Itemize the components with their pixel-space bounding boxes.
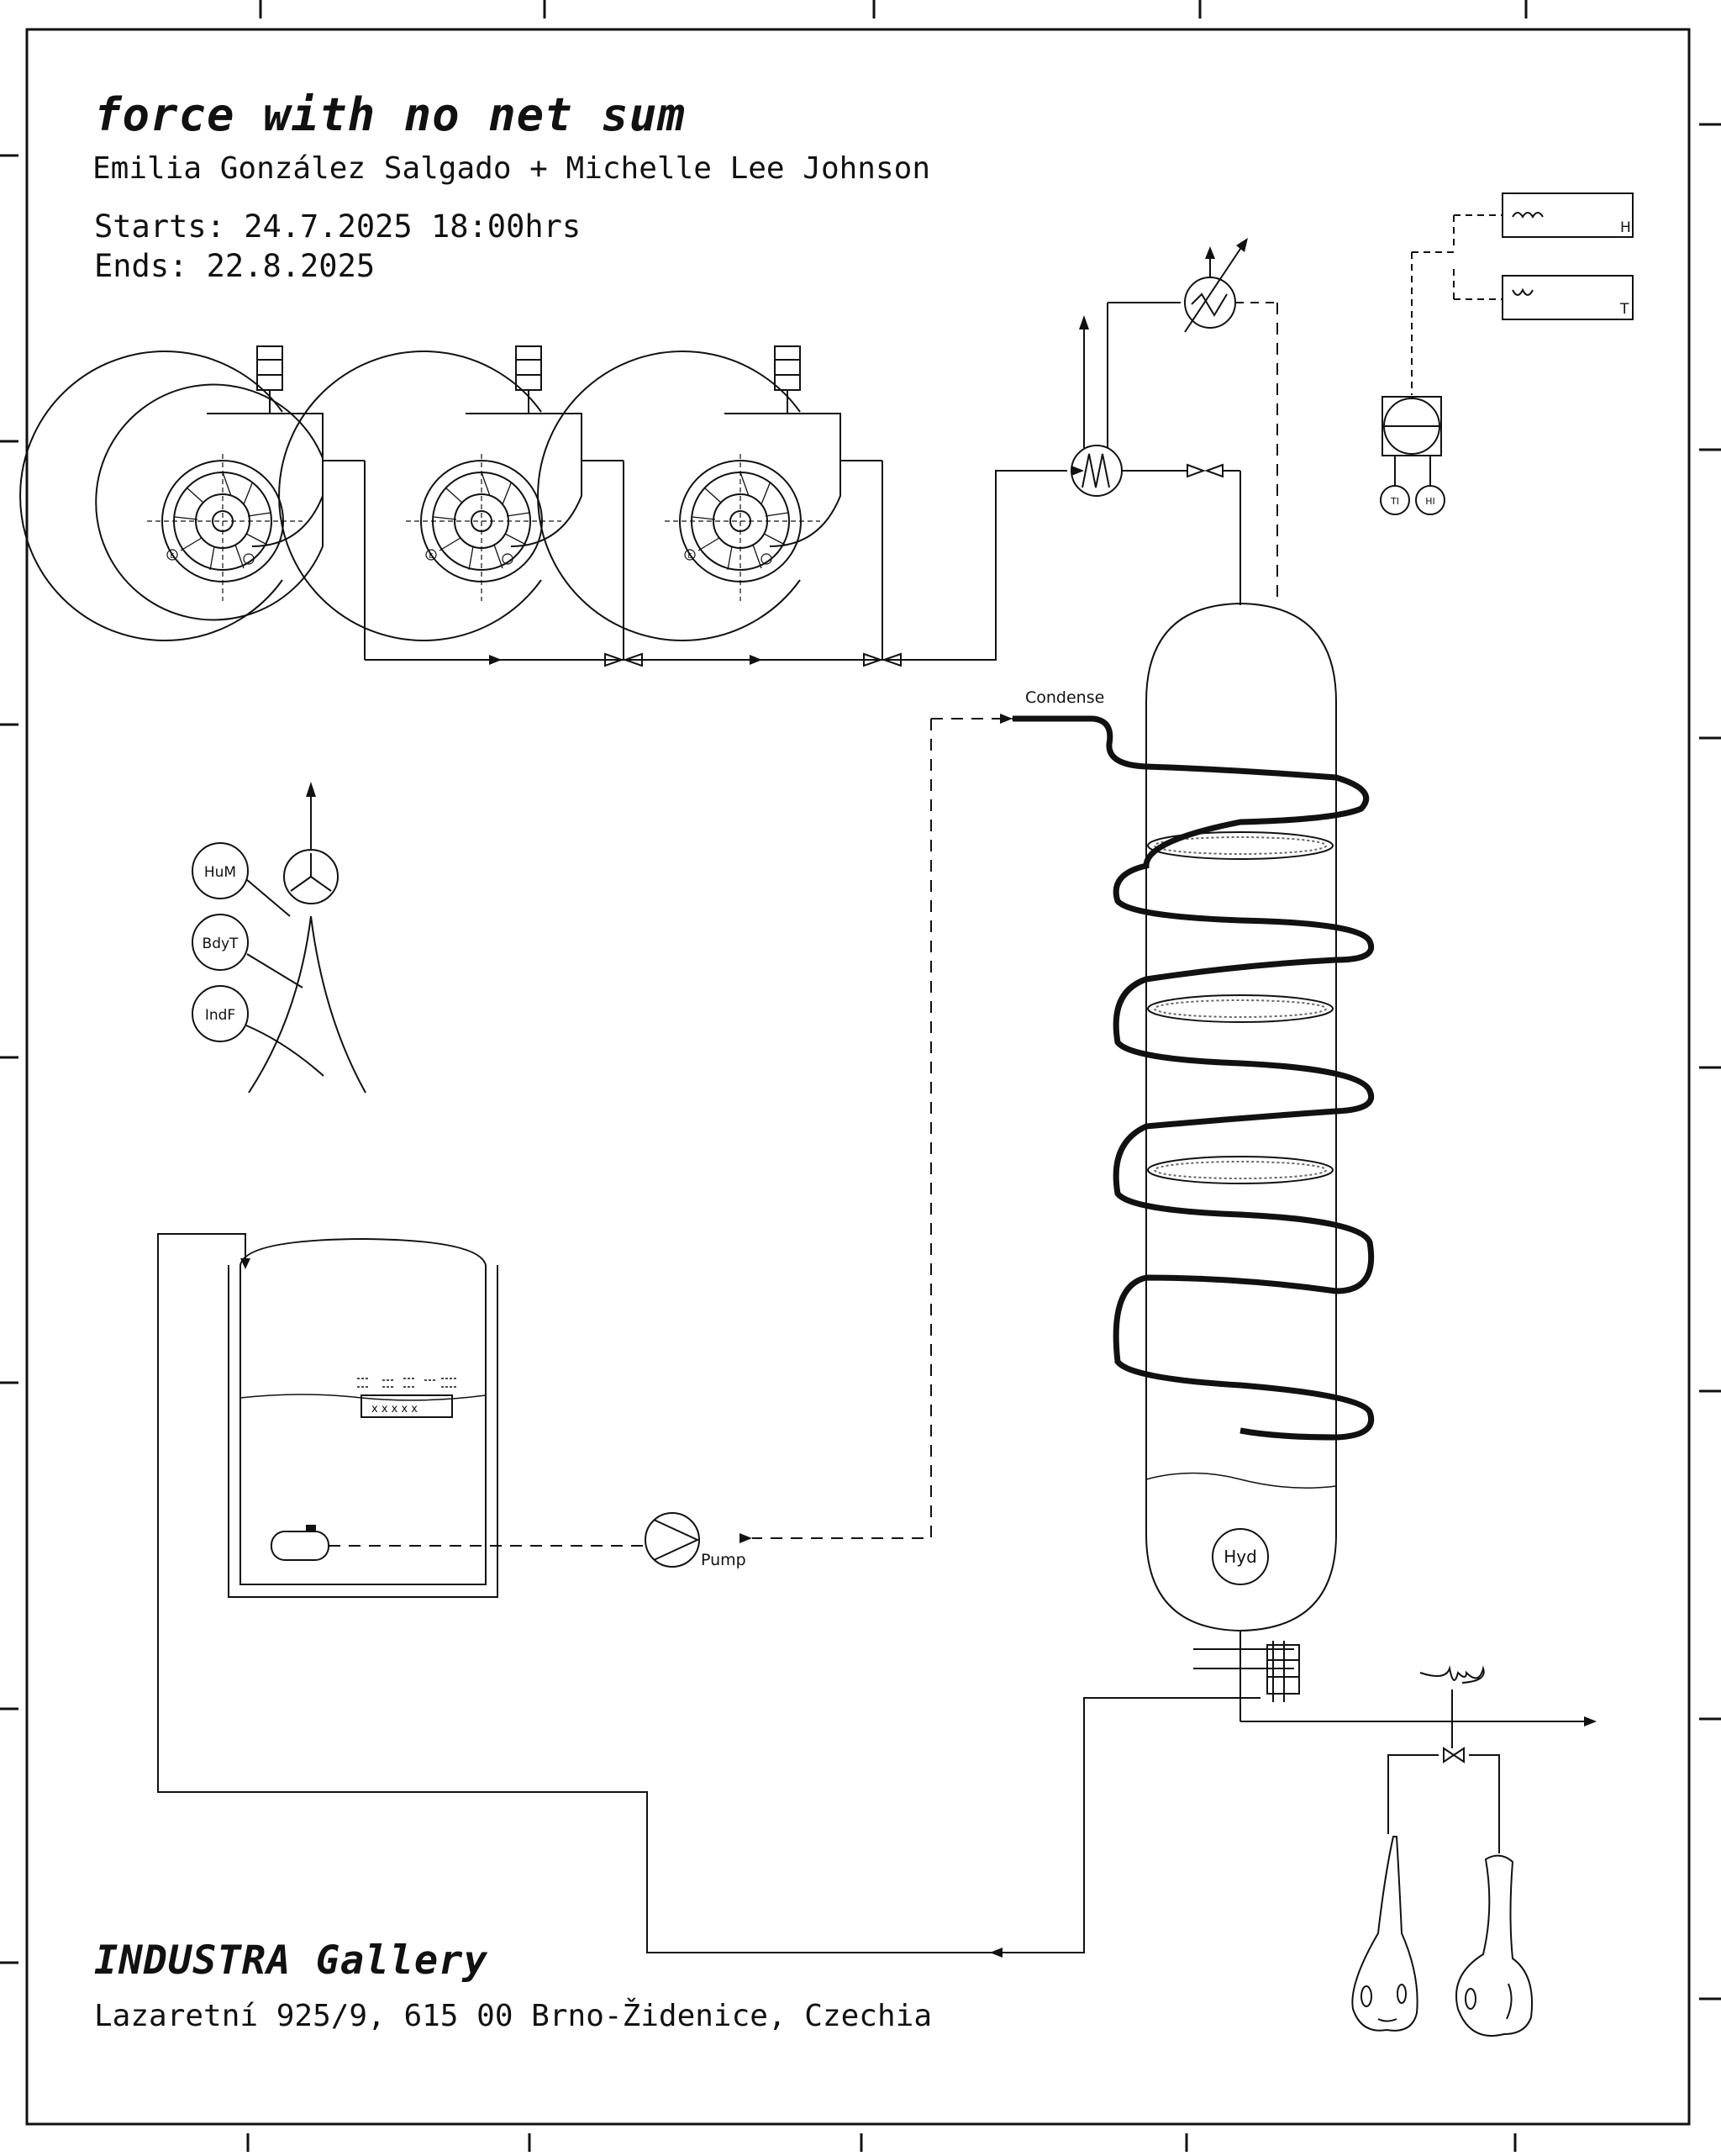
centrifugal-fan-3 (537, 345, 882, 641)
centrifugal-fan-2 (278, 345, 624, 660)
tray-3 (1147, 1156, 1334, 1184)
t-label: T (1619, 301, 1629, 318)
artists: Emilia González Salgado + Michelle Lee J… (92, 151, 930, 186)
tray-1 (1147, 831, 1334, 860)
hanging-bulbs (1351, 1665, 1533, 2037)
fan-3-marker: E (687, 552, 692, 560)
h-label: H (1620, 219, 1631, 236)
end-date: Ends: 22.8.2025 (94, 248, 376, 284)
tank-marker-row: x x x x x (371, 1403, 418, 1415)
condenser-coil (1013, 715, 1375, 1441)
exhibition-title: force with no net sum (94, 88, 686, 141)
condense-label: Condense (1025, 688, 1104, 707)
storage-tank (228, 1237, 647, 1598)
centrifugal-fan-1 (19, 345, 366, 660)
venue-address: Lazaretní 925/9, 615 00 Brno-Židenice, C… (94, 1999, 932, 2033)
tray-2 (1147, 994, 1334, 1023)
pump-symbol (645, 1512, 700, 1568)
fan-1-marker: E (170, 552, 174, 560)
bdyt-label: BdyT (203, 936, 239, 952)
cooler (1184, 243, 1278, 605)
condense-feed-line (752, 718, 1013, 1539)
hi-label: HI (1425, 496, 1435, 507)
instrument-panel (1380, 192, 1634, 515)
hyd-indicator (1212, 1528, 1269, 1585)
ti-label: TI (1390, 496, 1399, 507)
valve-2 (863, 652, 902, 667)
venue-name: INDUSTRA Gallery (94, 1937, 488, 1984)
liquid-level (1145, 1472, 1337, 1489)
distillation-column (1145, 602, 1337, 1632)
indf-label: IndF (205, 1007, 235, 1024)
valve-1 (604, 652, 643, 667)
sensor-tower (192, 786, 366, 1094)
fan-2-marker: E (429, 552, 433, 560)
fan-manifold-line (365, 470, 1067, 661)
start-date: Starts: 24.7.2025 18:00hrs (94, 208, 582, 245)
column-outlet (157, 1233, 1588, 1953)
pump-label: Pump (701, 1551, 746, 1569)
hyd-label: Hyd (1224, 1547, 1257, 1567)
heat-exchanger (1071, 302, 1241, 605)
hum-label: HuM (204, 864, 236, 881)
frame-border (25, 28, 1691, 2126)
